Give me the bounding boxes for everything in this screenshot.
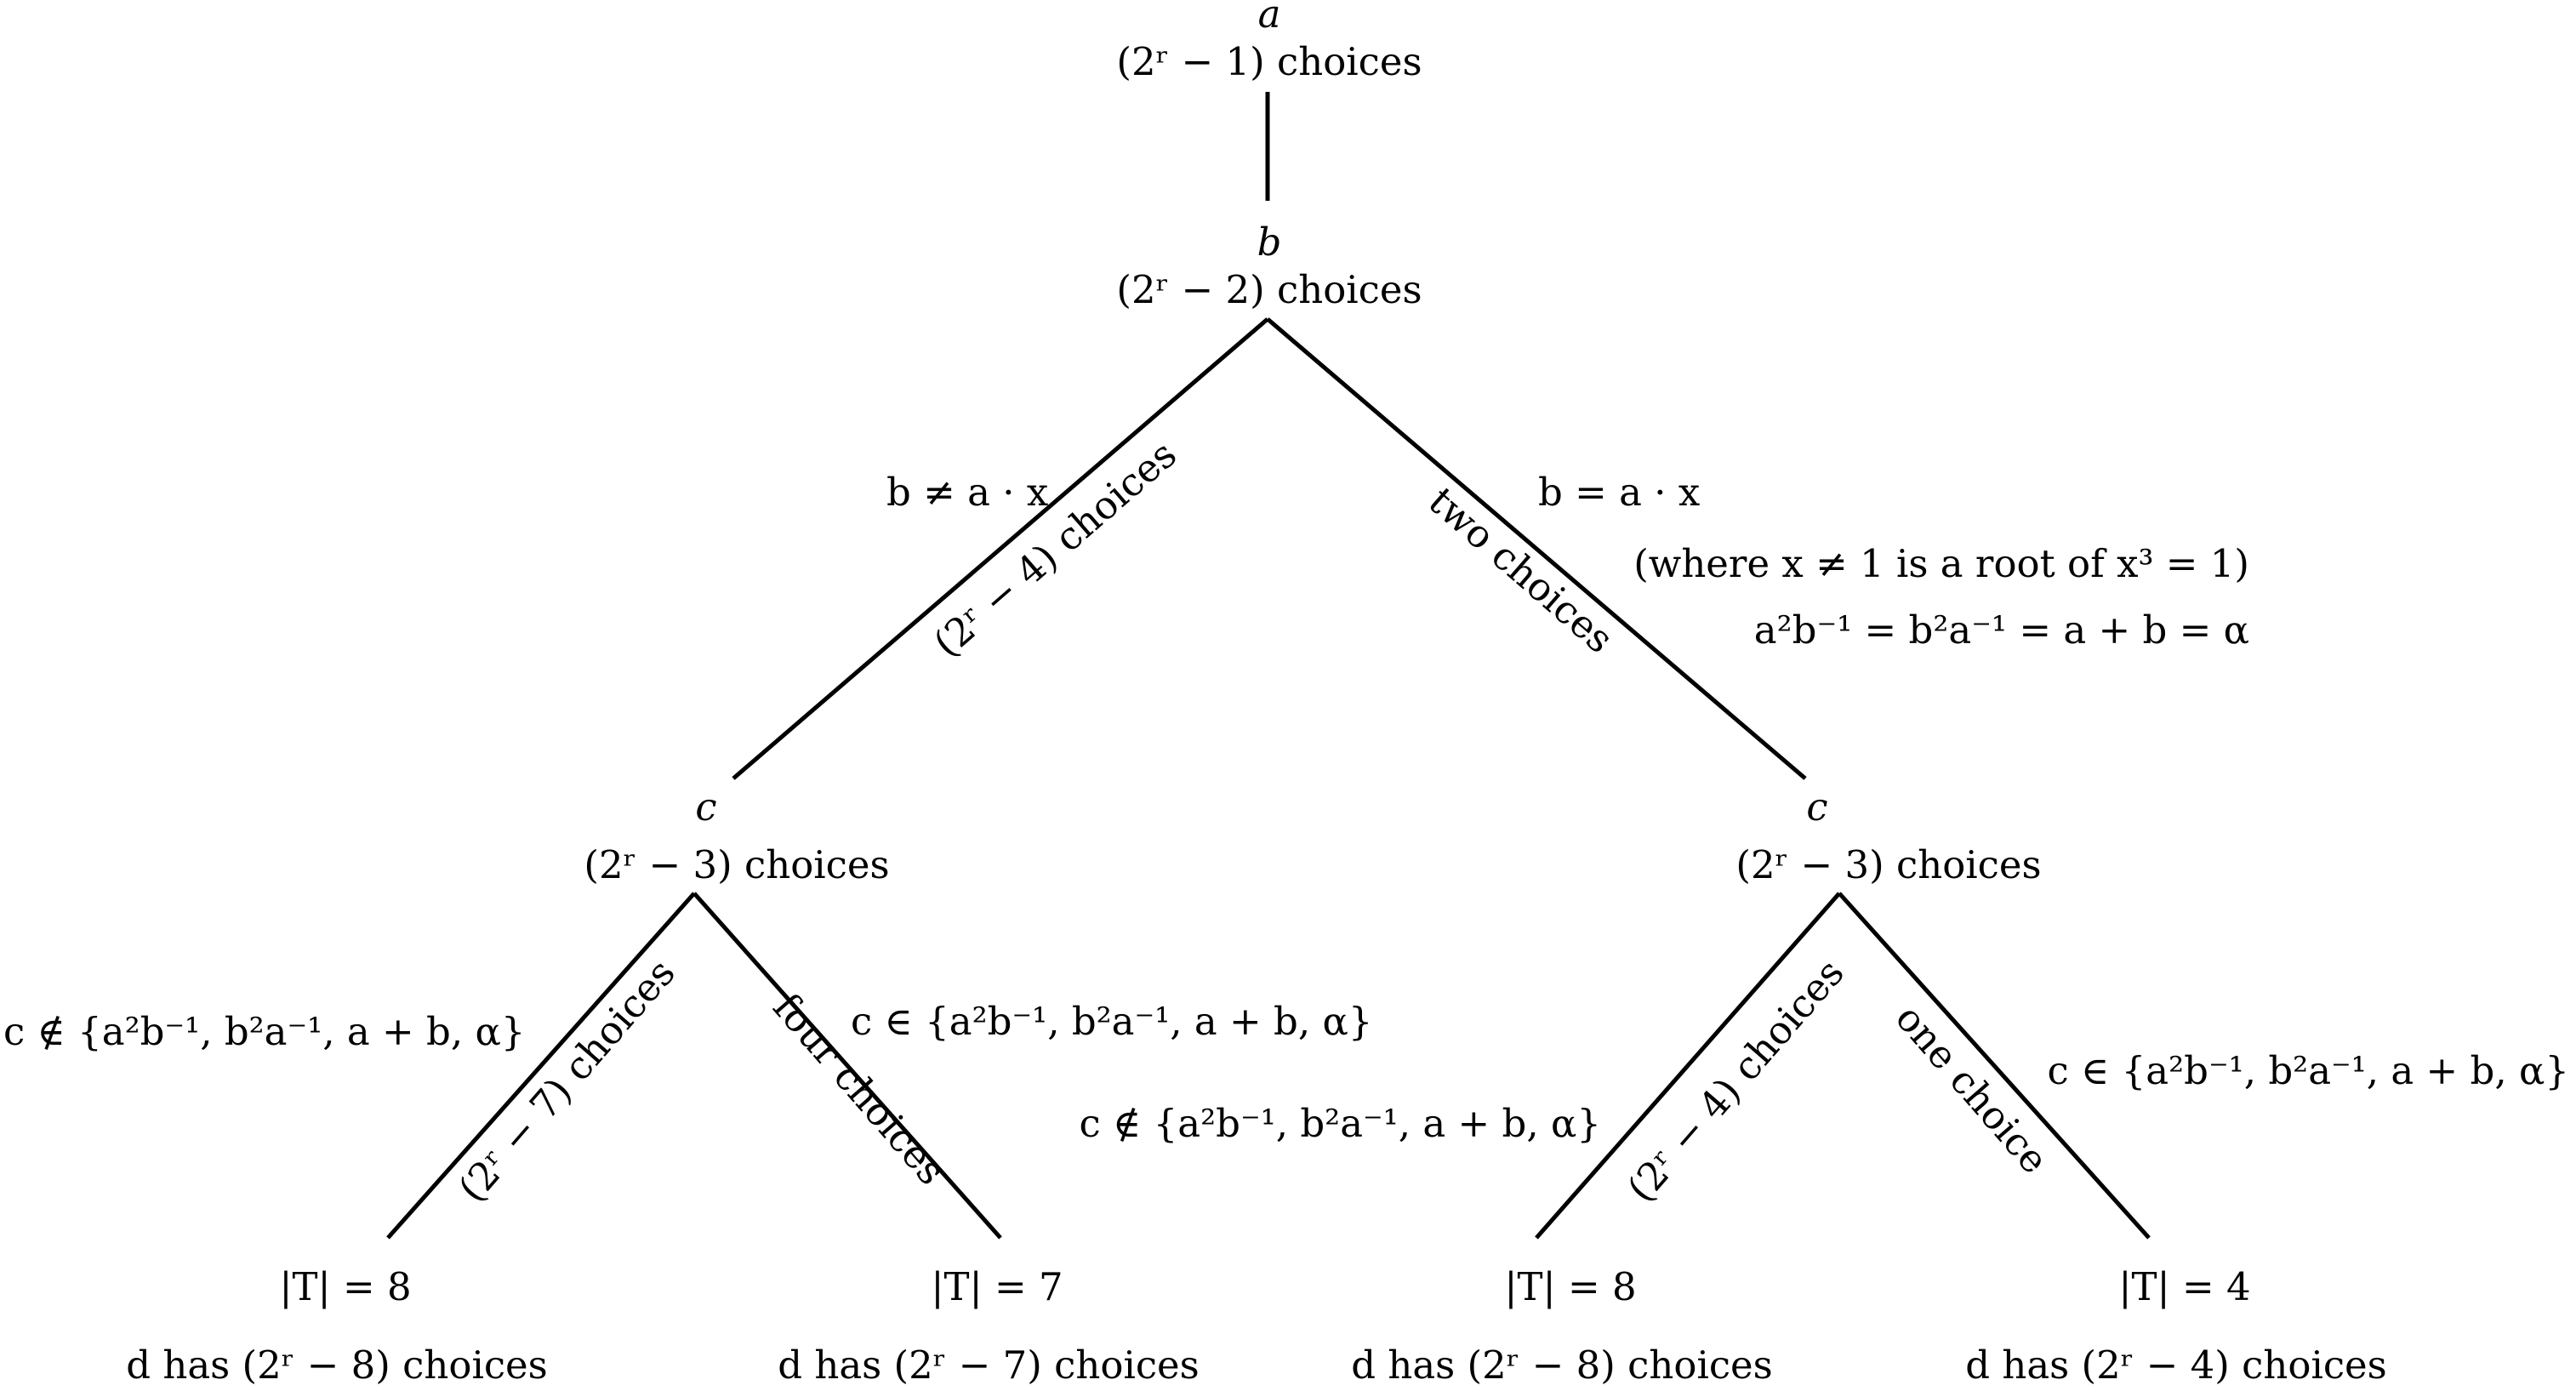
- leaf-2-size: |T| = 7: [931, 1264, 1063, 1309]
- edge-cl-left-condition: c ∉ {a²b⁻¹, b²a⁻¹, a + b, α}: [3, 1009, 526, 1054]
- node-a-variable: a: [1257, 0, 1281, 37]
- edge-b-right-note: (where x ≠ 1 is a root of x³ = 1): [1633, 541, 2249, 586]
- edge-cr-right-condition: c ∈ {a²b⁻¹, b²a⁻¹, a + b, α}: [2047, 1048, 2569, 1093]
- edge-cl-leaf2: [692, 892, 1002, 1240]
- leaf-1-d-choices: d has (2ʳ − 8) choices: [126, 1343, 548, 1388]
- edge-cr-leaf3: [1535, 892, 1841, 1240]
- edge-cl-leaf1: [386, 892, 696, 1240]
- edge-cr-left-condition: c ∉ {a²b⁻¹, b²a⁻¹, a + b, α}: [1079, 1101, 1601, 1146]
- node-b-choices: (2ʳ − 2) choices: [1116, 267, 1422, 312]
- leaf-3-d-choices: d has (2ʳ − 8) choices: [1351, 1343, 1773, 1388]
- edge-cr-leaf4: [1838, 892, 2151, 1240]
- node-a-choices: (2ʳ − 1) choices: [1116, 39, 1422, 84]
- edge-b-left-condition: b ≠ a · x: [886, 470, 1049, 515]
- edge-cl-right-condition: c ∈ {a²b⁻¹, b²a⁻¹, a + b, α}: [851, 999, 1373, 1044]
- leaf-2-d-choices: d has (2ʳ − 7) choices: [778, 1343, 1200, 1388]
- leaf-4-size: |T| = 4: [2118, 1264, 2251, 1309]
- leaf-4-d-choices: d has (2ʳ − 4) choices: [1965, 1343, 2387, 1388]
- edge-b-right-condition: b = a · x: [1538, 470, 1701, 515]
- leaf-3-size: |T| = 8: [1504, 1264, 1637, 1309]
- node-b-variable: b: [1257, 219, 1282, 265]
- node-c-left-variable: c: [695, 784, 717, 829]
- node-c-left-choices: (2ʳ − 3) choices: [584, 842, 890, 887]
- edge-b-right-identity: a²b⁻¹ = b²a⁻¹ = a + b = α: [1753, 607, 2249, 653]
- edge-b-c-left: [732, 317, 1269, 780]
- node-c-right-variable: c: [1806, 784, 1828, 829]
- leaf-1-size: |T| = 8: [279, 1264, 412, 1309]
- edge-b-c-right: [1266, 317, 1807, 780]
- node-c-right-choices: (2ʳ − 3) choices: [1735, 842, 2042, 887]
